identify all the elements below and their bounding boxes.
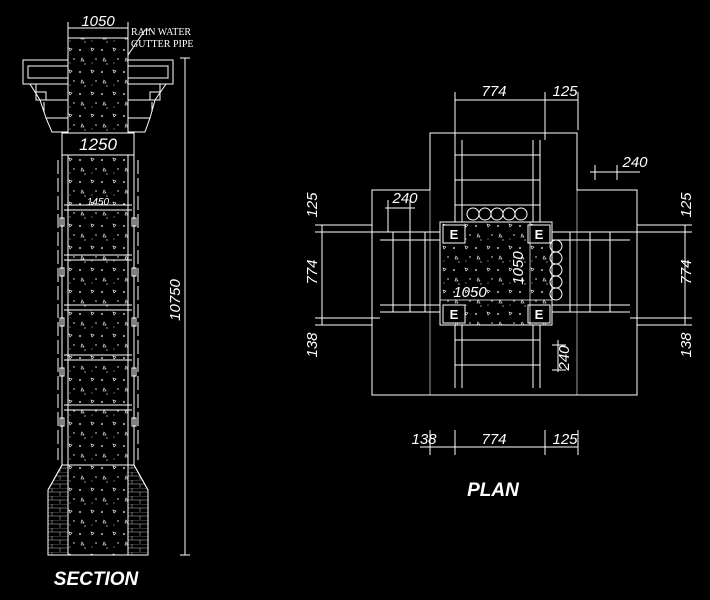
plan-bottom-dim-3: 125: [552, 431, 578, 448]
section-dim-upper: 1250: [79, 135, 117, 154]
plan-right-dim-2: 774: [678, 259, 695, 284]
plan-e-label-top-left: E: [450, 227, 459, 242]
plan-top-dim-2: 125: [552, 83, 578, 100]
plan-top-dim-1: 774: [481, 83, 506, 100]
plan-view: [315, 92, 692, 455]
section-note-line1: RAIN WATER: [131, 27, 191, 38]
plan-left-dim-2: 774: [304, 259, 321, 284]
plan-left-dim-1: 125: [304, 192, 321, 218]
plan-dim-240-top-right: 240: [621, 154, 648, 171]
section-dim-height: 10750: [167, 278, 184, 320]
plan-bottom-dim-1: 138: [411, 431, 437, 448]
plan-title: PLAN: [467, 480, 520, 501]
plan-right-dim-3: 138: [678, 332, 695, 358]
shaft-side-details: [59, 217, 137, 427]
plan-dim-240-bottom: 240: [556, 345, 573, 372]
plan-e-label-bottom-right: E: [535, 307, 544, 322]
plan-left-dim-3: 138: [304, 332, 321, 358]
section-view: [22, 22, 190, 556]
section-title: SECTION: [54, 569, 140, 590]
plan-bottom-dim-2: 774: [481, 431, 506, 448]
section-dim-mid: 1450: [87, 197, 110, 208]
plan-top-rails: [454, 140, 541, 222]
plan-right-dim-1: 125: [678, 192, 695, 218]
plan-dim-1050-vertical: 1050: [510, 251, 527, 285]
plan-bars-right: [549, 239, 563, 301]
plan-right-rails: [552, 231, 630, 313]
plan-e-label-bottom-left: E: [450, 307, 459, 322]
shaft-ring-upper: [61, 132, 135, 156]
plan-left-rails: [380, 231, 440, 313]
section-dim-top: 1050: [81, 13, 115, 30]
plan-dim-240-left: 240: [391, 190, 418, 207]
section-note-line2: GUTTER PIPE: [131, 39, 194, 50]
plan-e-label-top-right: E: [535, 227, 544, 242]
plan-bars-top: [466, 207, 528, 221]
plan-dim-1050-horizontal: 1050: [453, 284, 487, 301]
plan-bottom-rails: [454, 325, 541, 388]
